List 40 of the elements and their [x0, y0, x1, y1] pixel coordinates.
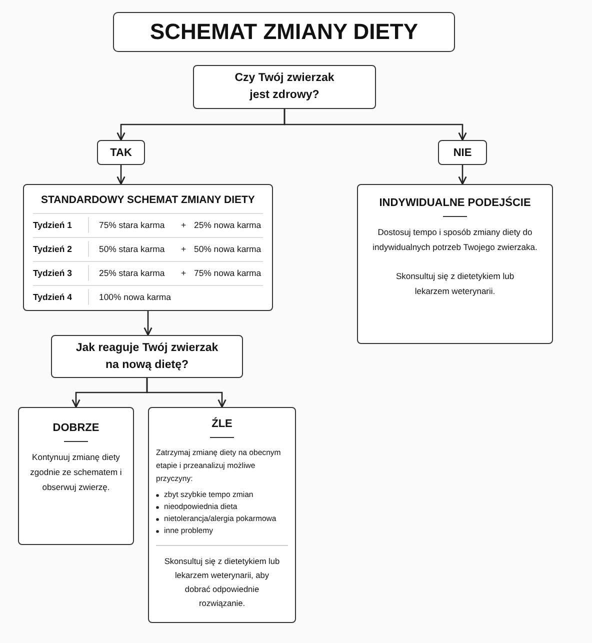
decision-box: [193, 65, 376, 109]
plus-sign: +: [181, 220, 186, 230]
ratio-text: 75% stara karma: [99, 220, 165, 230]
answer-box: [97, 140, 145, 165]
card-heading: DOBRZE: [52, 422, 100, 434]
connector-arrow: [284, 109, 467, 141]
description-text: Skonsultuj się z dietetykiem lub lekarzem weterynarii, aby dobrać odpowiednie rozwiązanie.: [163, 555, 281, 610]
answer-label: TAK: [109, 146, 133, 158]
week-label: Tydzień 1: [33, 220, 72, 230]
ratio-text: 50% nowa karma: [194, 244, 262, 254]
title-heading: SCHEMAT ZMIANY DIETY: [113, 12, 455, 52]
connector-arrow: [458, 165, 467, 185]
connector-arrow: [144, 311, 152, 336]
ratio-text: 100% nowa karma: [99, 292, 171, 302]
schedule-card: [23, 184, 273, 311]
question-text: Jak reaguje Twój zwierzak na nową dietę?: [74, 340, 220, 372]
ratio-text: 50% stara karma: [99, 244, 165, 254]
decision-box: [51, 335, 243, 378]
week-label: Tydzień 2: [33, 244, 72, 254]
question-text: Czy Twój zwierzak jest zdrowy?: [234, 71, 336, 103]
week-label: Tydzień 3: [33, 268, 72, 278]
plus-sign: +: [181, 268, 186, 278]
card-heading: INDYWIDUALNE PODEJŚCIE: [378, 197, 532, 209]
ratio-text: 25% stara karma: [99, 268, 165, 278]
plus-sign: +: [181, 244, 186, 254]
card-heading: ŹLE: [210, 418, 234, 430]
info-card: [357, 184, 553, 344]
week-label: Tydzień 4: [33, 292, 72, 302]
description-text: Dostosuj tempo i sposób zmiany diety do indywidualnych potrzeb Twojego zwierzaka.: [372, 226, 538, 254]
answer-box: [438, 140, 487, 165]
answer-label: NIE: [452, 146, 473, 158]
connector-arrow: [116, 165, 126, 185]
card-heading: STANDARDOWY SCHEMAT ZMIANY DIETY: [40, 194, 256, 206]
description-text: Kontynuuj zmianę diety zgodnie ze schematem i obserwuj zwierzę.: [30, 451, 122, 494]
connector-arrow: [146, 378, 226, 408]
info-card: [18, 407, 134, 545]
ratio-text: 75% nowa karma: [194, 268, 262, 278]
info-card: [148, 407, 296, 623]
description-text: Skonsultuj się z dietetykiem lub lekarzem weterynarii.: [394, 270, 516, 298]
ratio-text: 25% nowa karma: [194, 220, 262, 230]
